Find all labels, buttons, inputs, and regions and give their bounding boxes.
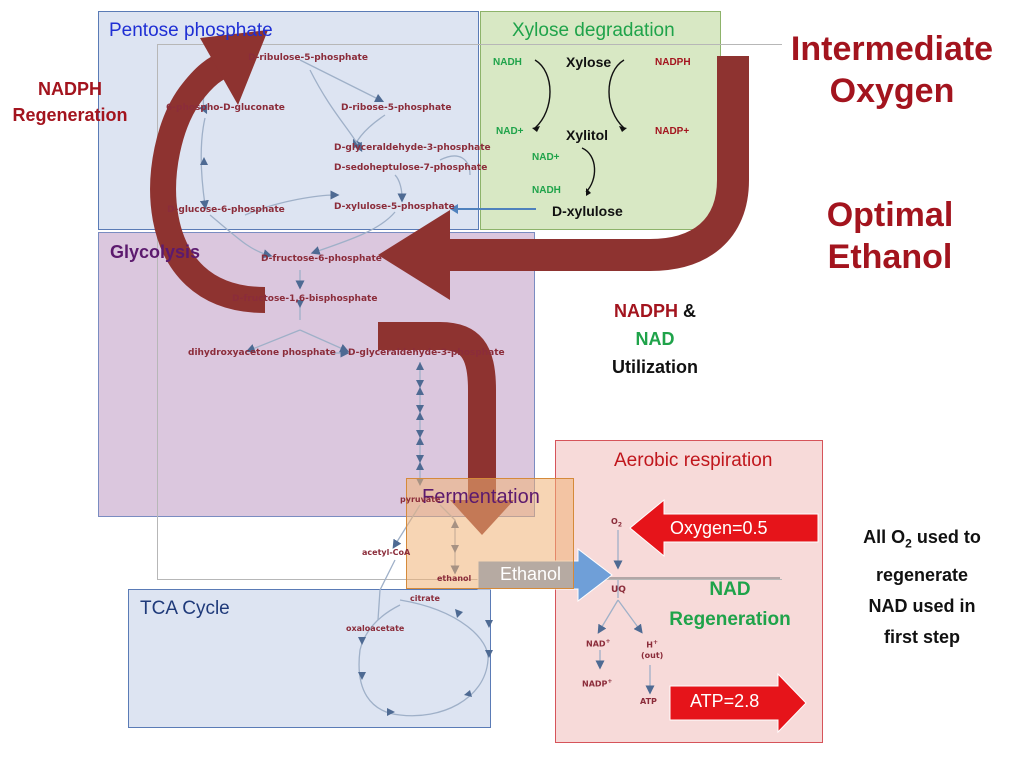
- xylitol-nadh: NADH: [532, 185, 561, 196]
- intermediate-oxygen-annotation: Intermediate Oxygen: [790, 30, 994, 110]
- metabolite-glyceraldehyde-3-phosphate: D-glyceraldehyde-3-phosphate: [348, 348, 505, 358]
- xylose-nadpplus-right: NADP+: [655, 126, 690, 137]
- metabolite-citrate: citrate: [410, 594, 440, 603]
- xylose-nadph-right: NADPH: [655, 57, 691, 68]
- oxygen-value-callout: Oxygen=0.5: [670, 518, 768, 538]
- metabolite-dihydroxyacetone-phosphate: dihydroxyacetone phosphate: [188, 348, 336, 358]
- metabolite-oxaloacetate: oxaloacetate: [346, 624, 405, 633]
- xylose-degradation-title: Xylose degradation: [512, 20, 675, 41]
- metabolite-sedoheptulose-7-phosphate: D-sedoheptulose-7-phosphate: [334, 163, 488, 173]
- glycolysis-title: Glycolysis: [110, 242, 201, 262]
- xylose-degradation-region: [480, 11, 721, 230]
- metabolite-atp: ATP: [640, 697, 657, 706]
- pentose-phosphate-title: Pentose phosphate: [109, 20, 273, 41]
- fermentation-region: [406, 478, 574, 589]
- metabolite-o2: O2: [611, 517, 622, 529]
- xylitol-label: Xylitol: [566, 127, 609, 143]
- metabolite-fructose-1-6-bisphosphate: D-fructose-1,6-bisphosphate: [232, 294, 378, 304]
- all-o2-note-annotation: All O2 used to regenerate NAD used in fi…: [863, 527, 981, 647]
- metabolite-nadp-plus: NADP+: [582, 678, 613, 689]
- tca-cycle-region: [128, 589, 491, 728]
- nad-regeneration-annotation: NAD Regeneration: [669, 579, 791, 630]
- nadph-nad-utilization-annotation: NADPH & NAD Utilization: [612, 301, 698, 377]
- xylose-label: Xylose: [566, 54, 612, 70]
- metabolite-ribose-5-phosphate: D-ribose-5-phosphate: [341, 103, 452, 113]
- nadph-regeneration-annotation: NADPH Regeneration: [12, 79, 128, 125]
- xylose-nadplus-left: NAD+: [496, 126, 524, 137]
- metabolite-h-plus-out: H+(out): [641, 639, 664, 660]
- metabolite-glyceraldehyde-3-phosphate-ppp: D-glyceraldehyde-3-phosphate: [334, 143, 491, 153]
- metabolite-6-phospho-gluconate: 6-phospho-D-gluconate: [166, 103, 285, 113]
- fermentation-title: Fermentation: [422, 486, 540, 508]
- metabolite-xylulose-5-phosphate: D-xylulose-5-phosphate: [334, 202, 455, 212]
- tca-cycle-title: TCA Cycle: [140, 598, 230, 619]
- metabolite-nad-plus: NAD+: [586, 638, 611, 649]
- aerobic-respiration-title: Aerobic respiration: [614, 450, 773, 471]
- atp-value-callout: ATP=2.8: [690, 691, 760, 711]
- xylose-nadh-left: NADH: [493, 57, 522, 68]
- metabolite-ribulose-5-phosphate: D-ribulose-5-phosphate: [248, 53, 368, 63]
- metabolite-ethanol: ethanol: [437, 574, 472, 583]
- metabolite-uq: UQ: [611, 585, 626, 595]
- d-xylulose-label: D-xylulose: [552, 203, 623, 219]
- metabolite-glucose-6-phosphate: D-glucose-6-phosphate: [167, 205, 285, 215]
- xylitol-nadplus: NAD+: [532, 152, 560, 163]
- ethanol-callout: Ethanol: [500, 564, 562, 584]
- metabolite-pyruvate: pyruvate: [400, 495, 441, 504]
- metabolite-fructose-6-phosphate: D-fructose-6-phosphate: [261, 254, 382, 264]
- glycolysis-region: [98, 232, 535, 517]
- optimal-ethanol-annotation: Optimal Ethanol: [826, 196, 954, 276]
- metabolite-acetyl-coa: acetyl-CoA: [362, 548, 411, 557]
